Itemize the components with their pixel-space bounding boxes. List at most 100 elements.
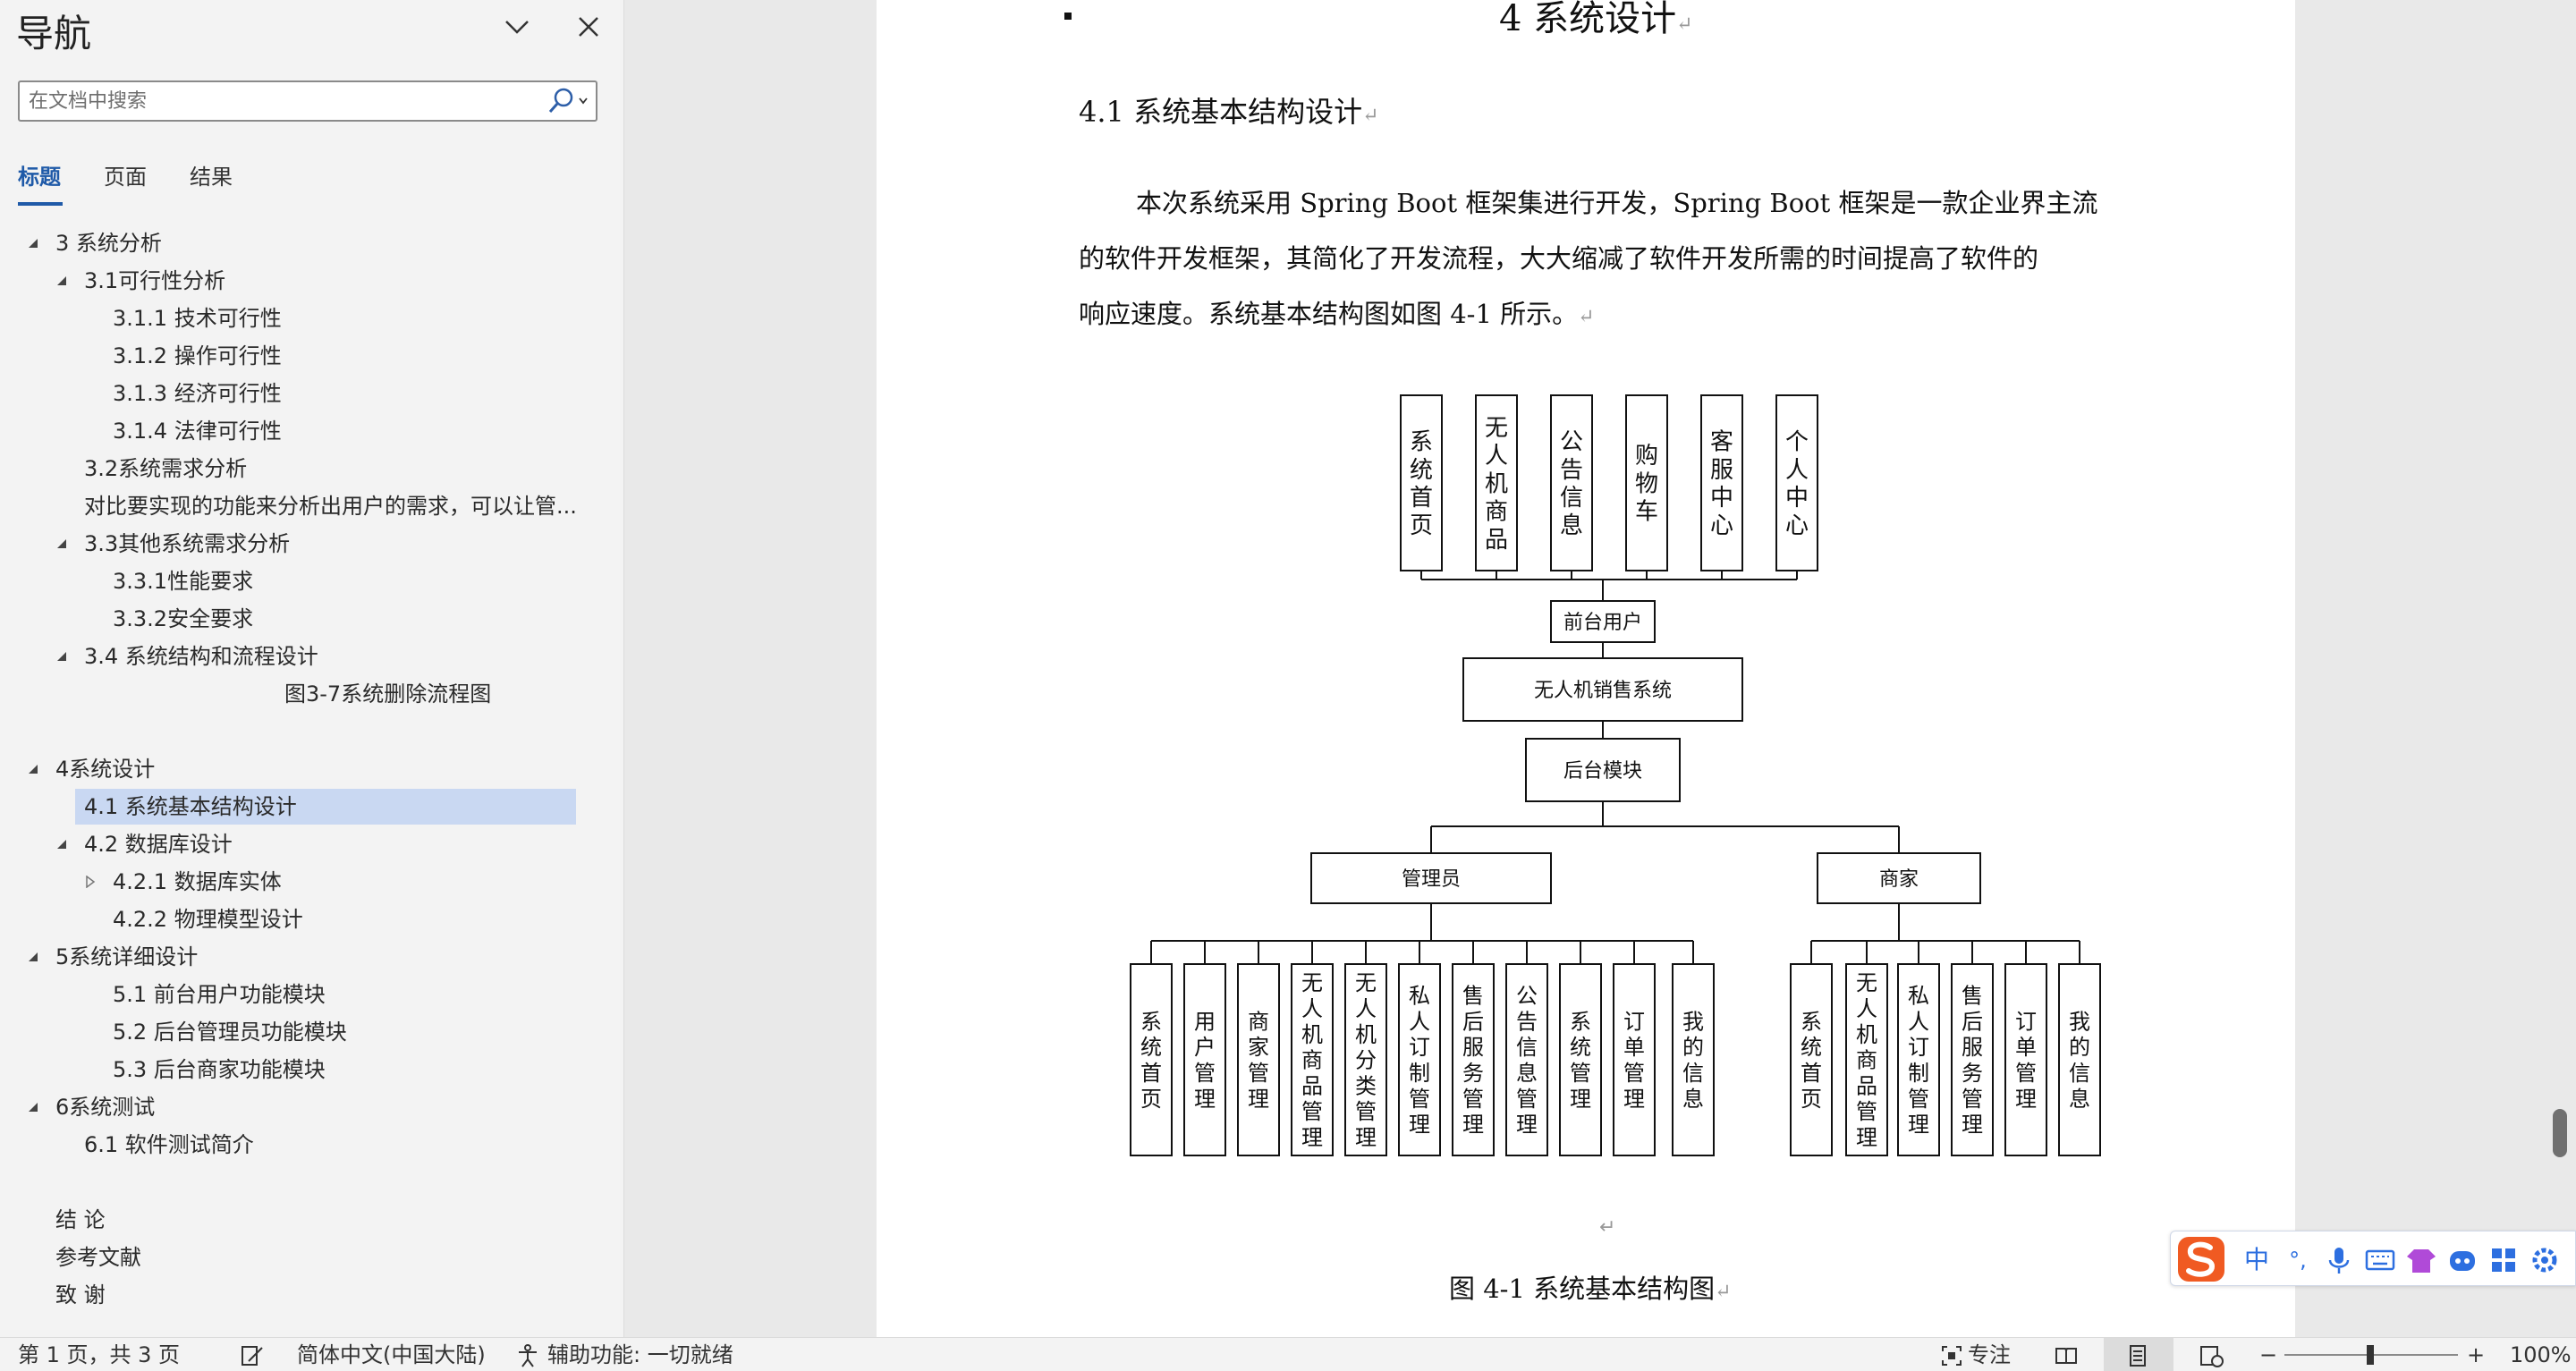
admin-module-label-char: 机 bbox=[1355, 1022, 1377, 1047]
zoom-level[interactable]: 100% bbox=[2510, 1342, 2572, 1367]
admin-module-label-char: 理 bbox=[1623, 1087, 1645, 1112]
skin-shirt-icon[interactable] bbox=[2403, 1242, 2439, 1278]
admin-module-label-char: 告 bbox=[1516, 1009, 1538, 1034]
merchant-module-label-char: 信 bbox=[2069, 1061, 2090, 1086]
nav-heading-item[interactable]: 3.1.1 技术可行性 bbox=[113, 300, 608, 336]
web-layout-icon[interactable] bbox=[2199, 1343, 2224, 1368]
ime-punctuation-toggle[interactable]: °, bbox=[2289, 1248, 2307, 1273]
expand-collapse-triangle-icon[interactable] bbox=[55, 650, 68, 663]
read-mode-icon[interactable] bbox=[2054, 1343, 2079, 1368]
nav-heading-item[interactable]: 5.2 后台管理员功能模块 bbox=[113, 1014, 608, 1050]
nav-heading-item[interactable]: 5系统详细设计 bbox=[55, 939, 608, 975]
admin-module-label-char: 家 bbox=[1248, 1035, 1269, 1060]
nav-heading-item[interactable]: 4.1 系统基本结构设计 bbox=[75, 789, 576, 825]
tab-underline bbox=[18, 202, 63, 206]
print-layout-button[interactable] bbox=[2104, 1338, 2174, 1371]
language-indicator[interactable]: 简体中文(中国大陆) bbox=[297, 1342, 486, 1367]
sogou-logo-icon[interactable] bbox=[2176, 1235, 2226, 1283]
proofing-icon[interactable] bbox=[240, 1343, 265, 1368]
robot-assistant-icon[interactable] bbox=[2445, 1242, 2480, 1278]
nav-heading-label: 3 系统分析 bbox=[55, 231, 162, 256]
nav-heading-item[interactable]: 3.2系统需求分析 bbox=[84, 451, 608, 487]
nav-heading-item[interactable]: 3.1.3 经济可行性 bbox=[113, 376, 608, 411]
expand-collapse-triangle-icon[interactable] bbox=[55, 537, 68, 550]
chevron-down-icon[interactable] bbox=[499, 9, 535, 45]
admin-module-box bbox=[1505, 963, 1548, 1156]
tab-results[interactable]: 结果 bbox=[190, 165, 233, 190]
front-module-label-char: 系 bbox=[1410, 429, 1433, 456]
nav-heading-label: 3.1.1 技术可行性 bbox=[113, 306, 282, 331]
tab-pages[interactable]: 页面 bbox=[104, 165, 147, 190]
nav-heading-item[interactable]: 5.3 后台商家功能模块 bbox=[113, 1052, 608, 1087]
nav-heading-item[interactable]: 4.2 数据库设计 bbox=[84, 826, 608, 862]
nav-heading-item[interactable]: 参考文献 bbox=[55, 1240, 608, 1275]
admin-module-label-char: 理 bbox=[1355, 1125, 1377, 1150]
expand-collapse-triangle-icon[interactable] bbox=[27, 237, 39, 250]
focus-mode-button[interactable]: 专注 bbox=[1968, 1342, 2011, 1367]
admin-module-label-char: 私 bbox=[1409, 984, 1430, 1009]
search-input[interactable] bbox=[29, 86, 547, 116]
merchant-module-box bbox=[1897, 963, 1940, 1156]
page-count[interactable]: 第 1 页，共 3 页 bbox=[18, 1342, 181, 1367]
merchant-module-label-char: 品 bbox=[1856, 1073, 1877, 1098]
toolbox-grid-icon[interactable] bbox=[2486, 1242, 2521, 1278]
admin-module-label-char: 分 bbox=[1355, 1048, 1377, 1073]
nav-heading-item[interactable]: 4系统设计 bbox=[55, 751, 608, 787]
expand-collapse-triangle-icon[interactable] bbox=[55, 275, 68, 287]
nav-heading-item[interactable]: 3 系统分析 bbox=[55, 225, 608, 261]
close-icon[interactable] bbox=[571, 9, 606, 45]
nav-heading-item[interactable]: 致 谢 bbox=[55, 1277, 608, 1313]
admin-module-label-char: 品 bbox=[1301, 1073, 1323, 1098]
nav-heading-label: 4.1 系统基本结构设计 bbox=[84, 794, 297, 819]
admin-module-label-char: 管 bbox=[1409, 1087, 1430, 1112]
nav-heading-item[interactable]: 3.1可行性分析 bbox=[84, 263, 608, 299]
nav-heading-item[interactable]: 5.1 前台用户功能模块 bbox=[113, 977, 608, 1012]
front-module-label-char: 服 bbox=[1710, 457, 1733, 484]
admin-module-label-char: 无 bbox=[1355, 970, 1377, 995]
merchant-module-box bbox=[2058, 963, 2101, 1156]
expand-triangle-icon[interactable] bbox=[84, 876, 97, 888]
nav-heading-item[interactable]: 3.4 系统结构和流程设计 bbox=[84, 639, 608, 674]
nav-heading-item[interactable]: 3.1.4 法律可行性 bbox=[113, 413, 608, 449]
expand-collapse-triangle-icon[interactable] bbox=[27, 763, 39, 775]
expand-collapse-triangle-icon[interactable] bbox=[27, 951, 39, 963]
nav-heading-label: 3.3其他系统需求分析 bbox=[84, 531, 291, 556]
admin-module-box bbox=[1344, 963, 1387, 1156]
vertical-scrollbar-thumb[interactable] bbox=[2553, 1109, 2567, 1157]
nav-heading-item[interactable]: 结 论 bbox=[55, 1202, 608, 1238]
backend-label: 后台模块 bbox=[1563, 760, 1642, 783]
nav-heading-item[interactable]: 6系统测试 bbox=[55, 1089, 608, 1125]
nav-heading-item[interactable]: 3.3.1性能要求 bbox=[113, 563, 608, 599]
list-bullet bbox=[1064, 13, 1072, 20]
admin-module-label-char: 首 bbox=[1140, 1061, 1162, 1086]
admin-module-label-char: 管 bbox=[1248, 1061, 1269, 1086]
accessibility-icon[interactable] bbox=[515, 1343, 540, 1368]
settings-gear-icon[interactable] bbox=[2527, 1242, 2563, 1278]
focus-icon[interactable] bbox=[1939, 1343, 1964, 1368]
front-module-label-char: 人 bbox=[1485, 443, 1508, 470]
nav-heading-item[interactable]: 3.3.2安全要求 bbox=[113, 601, 608, 637]
nav-heading-item[interactable]: 3.3其他系统需求分析 bbox=[84, 526, 608, 562]
nav-heading-item[interactable]: 3.1.2 操作可行性 bbox=[113, 338, 608, 374]
zoom-in-button[interactable]: + bbox=[2467, 1342, 2486, 1367]
expand-collapse-triangle-icon[interactable] bbox=[55, 838, 68, 851]
nav-heading-label: 图3-7系统删除流程图 bbox=[284, 681, 492, 707]
nav-heading-item[interactable]: 对比要实现的功能来分析出用户的需求，可以让管... bbox=[84, 488, 608, 524]
merchant-module-label-char: 息 bbox=[2069, 1087, 2090, 1112]
zoom-slider-thumb[interactable] bbox=[2367, 1345, 2374, 1365]
admin-module-label-char: 理 bbox=[1409, 1113, 1430, 1138]
microphone-icon[interactable] bbox=[2321, 1242, 2357, 1278]
accessibility-status[interactable]: 辅助功能: 一切就绪 bbox=[547, 1342, 733, 1367]
ime-mode-toggle[interactable]: 中 bbox=[2243, 1245, 2269, 1274]
nav-heading-item[interactable]: 4.2.2 物理模型设计 bbox=[113, 901, 608, 937]
search-icon[interactable] bbox=[544, 86, 592, 116]
expand-collapse-triangle-icon[interactable] bbox=[27, 1101, 39, 1113]
admin-module-label-char: 管 bbox=[1570, 1061, 1591, 1086]
keyboard-icon[interactable] bbox=[2362, 1242, 2398, 1278]
nav-heading-item[interactable]: 图3-7系统删除流程图 bbox=[284, 676, 608, 712]
nav-heading-item[interactable]: 6.1 软件测试简介 bbox=[84, 1127, 608, 1163]
nav-heading-item[interactable]: 4.2.1 数据库实体 bbox=[113, 864, 608, 900]
front-module-label-char: 购 bbox=[1635, 443, 1658, 470]
zoom-out-button[interactable]: − bbox=[2259, 1342, 2278, 1367]
tab-headings[interactable]: 标题 bbox=[18, 165, 61, 190]
